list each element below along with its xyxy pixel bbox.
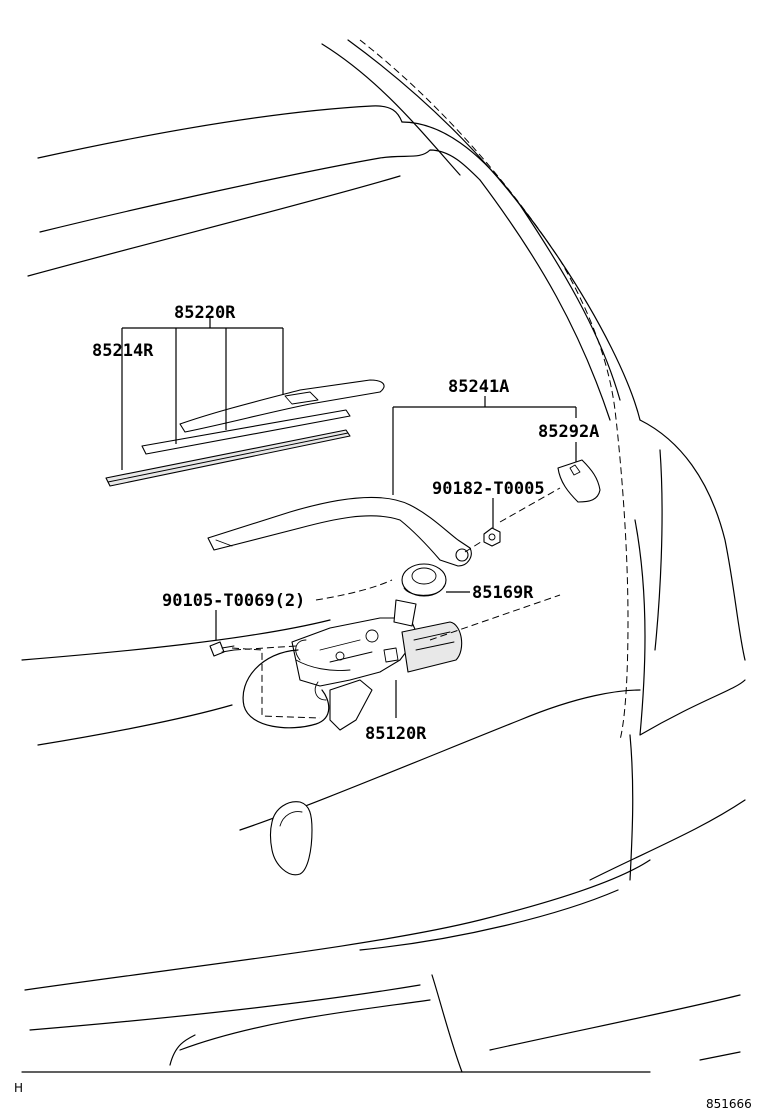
label-90182-t0005: 90182-T0005 xyxy=(432,479,545,499)
label-90105-t0069: 90105-T0069(2) xyxy=(162,591,305,611)
footer-left-code: H xyxy=(14,1081,23,1095)
motor-wire-loop xyxy=(242,649,330,729)
wiper-arm-assy xyxy=(207,496,472,567)
wiper-motor xyxy=(291,599,463,731)
pivot-seal xyxy=(401,563,447,597)
label-85292a: 85292A xyxy=(538,422,599,442)
motor-bolt xyxy=(209,641,235,657)
nut xyxy=(483,527,501,547)
wiper-blade-assy xyxy=(105,379,385,487)
window-opening-dashed xyxy=(359,39,629,741)
leader-85241a xyxy=(392,396,577,495)
footer-diagram-code: 851666 xyxy=(706,1097,752,1111)
arm-head-cap xyxy=(557,459,601,503)
label-85120r: 85120R xyxy=(365,724,427,744)
label-85169r: 85169R xyxy=(472,583,534,603)
label-85220r: 85220R xyxy=(174,303,236,323)
label-85214r: 85214R xyxy=(92,341,154,361)
label-85241a: 85241A xyxy=(448,377,509,397)
vehicle-body-outline xyxy=(21,39,746,1073)
leader-85220r xyxy=(122,318,284,444)
